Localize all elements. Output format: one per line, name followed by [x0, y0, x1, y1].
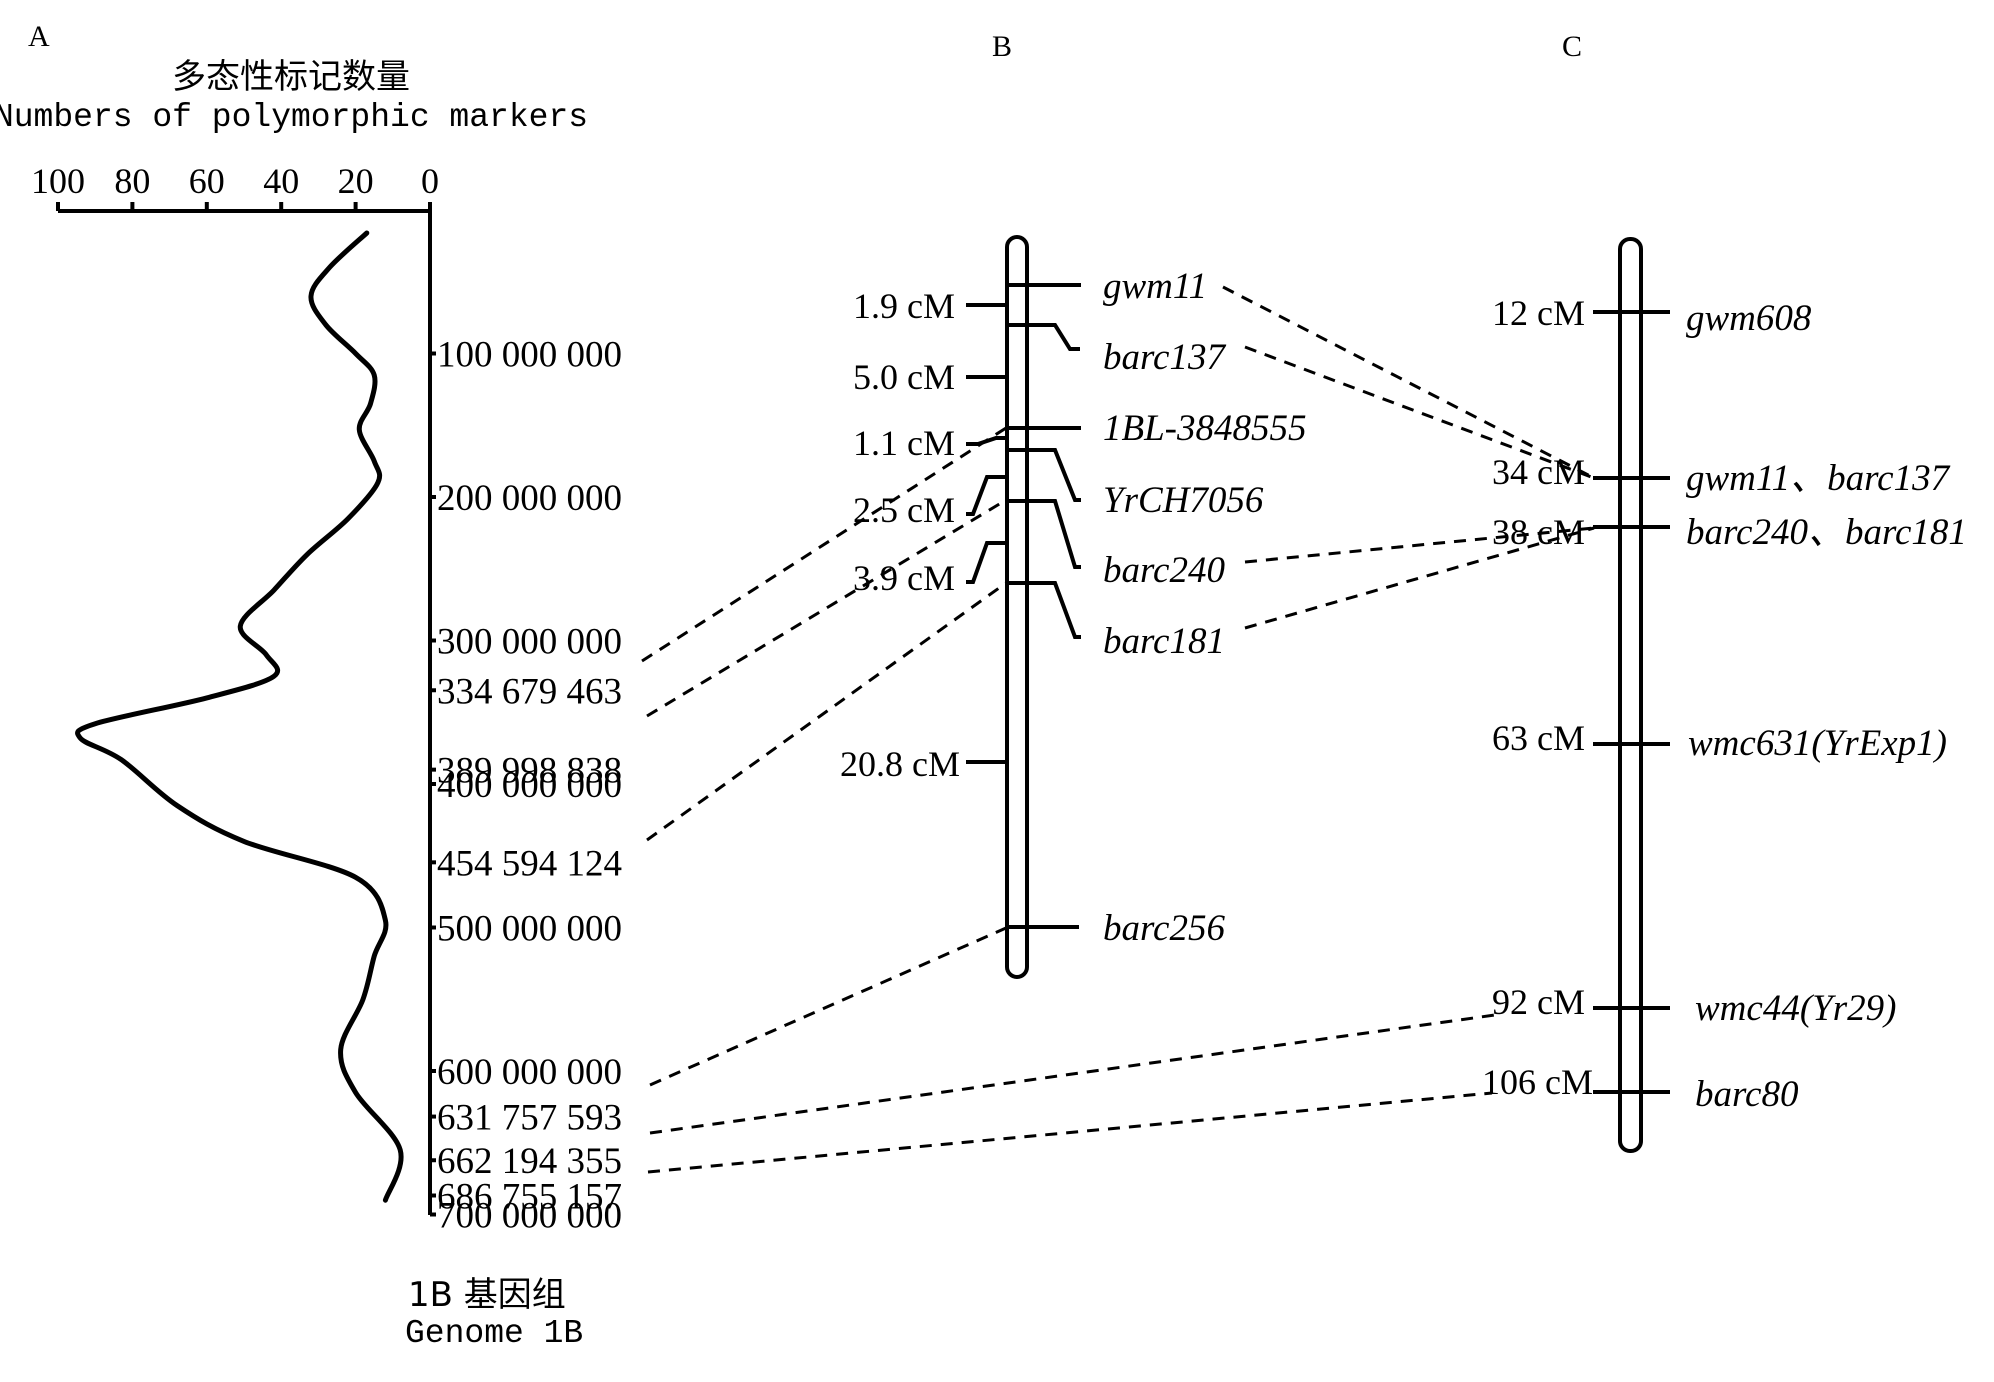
y-tick-label: 600 000 000 [437, 1052, 622, 1093]
y-tick-label: 334 679 463 [437, 671, 622, 712]
y-tick-label: 686 755 157 [437, 1176, 622, 1217]
marker-line-barc240 [1007, 499, 1081, 569]
marker-line-barc181 [1007, 581, 1081, 639]
x-axis-ticks: 100 80 60 40 20 0 [31, 161, 439, 211]
interval-label-6: 20.8 cM [840, 744, 960, 784]
c-pos-label-1: 12 cM [1492, 293, 1585, 333]
x-tick-label: 60 [189, 161, 225, 201]
c-pos-label-5: 92 cM [1492, 982, 1585, 1022]
c-pos-label-6: 106 cM [1482, 1062, 1593, 1102]
link-a-c-wmc44 [649, 1013, 1496, 1135]
genome-label-cn: 1B 基因组 [408, 1275, 566, 1315]
panel-a-axes [58, 209, 432, 1215]
x-tick-label: 100 [31, 161, 85, 201]
link-a-b-1bl [641, 426, 1007, 663]
interval-label-3: 1.1 cM [853, 423, 955, 463]
x-tick-label: 80 [114, 161, 150, 201]
c-marker-label-gwm11-barc137: gwm11、barc137 [1686, 458, 1951, 499]
density-curve [75, 230, 404, 1203]
genome-label-en: Genome 1B [405, 1315, 583, 1352]
c-marker-label-barc80: barc80 [1695, 1074, 1799, 1115]
marker-label-barc137: barc137 [1103, 337, 1226, 378]
panel-a-label: A [28, 20, 50, 53]
chromosome-c [1593, 237, 1670, 1153]
link-a-c-barc80 [647, 1091, 1493, 1174]
interval-label-5: 3.9 cM [853, 558, 955, 598]
marker-label-barc240: barc240 [1103, 550, 1225, 591]
interval-label-2: 5.0 cM [853, 357, 955, 397]
marker-label-barc181: barc181 [1103, 621, 1225, 662]
x-tick-label: 0 [421, 161, 439, 201]
c-marker-label-gwm608: gwm608 [1686, 298, 1812, 339]
y-tick-label: 631 757 593 [437, 1098, 622, 1139]
links [641, 285, 1595, 1174]
c-marker-label-wmc631: wmc631(YrExp1) [1688, 723, 1947, 764]
c-pos-label-4: 63 cM [1492, 718, 1585, 758]
interval-tick-4 [966, 475, 1007, 516]
y-axis-ticks: 100 000 000 200 000 000 300 000 000 334 679… [430, 335, 622, 1237]
marker-label-1bl-3848555: 1BL-3848555 [1103, 408, 1307, 449]
y-tick-label: 700 000 000 [437, 1196, 622, 1237]
y-tick-label: 454 594 124 [437, 843, 622, 884]
c-marker-label-barc240-barc181: barc240、barc181 [1686, 512, 1967, 553]
y-tick-label: 389 998 838 [437, 751, 622, 792]
y-tick-label: 400 000 000 [437, 765, 622, 806]
c-pos-label-2: 34 cM [1492, 452, 1585, 492]
interval-label-1: 1.9 cM [853, 286, 955, 326]
y-tick-label: 100 000 000 [437, 335, 622, 376]
interval-tick-5 [966, 541, 1007, 584]
x-tick-label: 20 [338, 161, 374, 201]
link-b-c-gwm11 [1222, 285, 1595, 480]
marker-label-barc256: barc256 [1103, 908, 1225, 949]
y-tick-label: 300 000 000 [437, 622, 622, 663]
link-a-b-barc181 [646, 581, 1007, 842]
panel-b-label: B [992, 30, 1012, 63]
y-tick-label: 662 194 355 [437, 1141, 622, 1182]
panel-c-label: C [1562, 30, 1582, 63]
c-marker-label-wmc44: wmc44(Yr29) [1695, 988, 1896, 1029]
chromosome-c-body [1618, 237, 1643, 1153]
interval-label-4: 2.5 cM [853, 490, 955, 530]
y-tick-label: 500 000 000 [437, 909, 622, 950]
marker-line-yrch7056 [1007, 448, 1081, 502]
link-b-c-barc181 [1244, 526, 1595, 630]
x-tick-label: 40 [263, 161, 299, 201]
link-a-b-barc240 [646, 498, 1007, 718]
link-b-c-barc240 [1244, 526, 1595, 564]
chromosome-b [966, 235, 1081, 979]
marker-label-gwm11: gwm11 [1103, 266, 1207, 307]
chromosome-b-body [1005, 235, 1029, 979]
panel-a-title-cn: 多态性标记数量 [172, 57, 410, 97]
link-a-b-barc256 [649, 926, 1007, 1087]
panel-a-title-en: Numbers of polymorphic markers [0, 99, 588, 136]
marker-label-yrch7056: YrCH7056 [1103, 480, 1264, 521]
y-tick-label: 200 000 000 [437, 478, 622, 519]
marker-line-barc137 [1007, 323, 1080, 351]
